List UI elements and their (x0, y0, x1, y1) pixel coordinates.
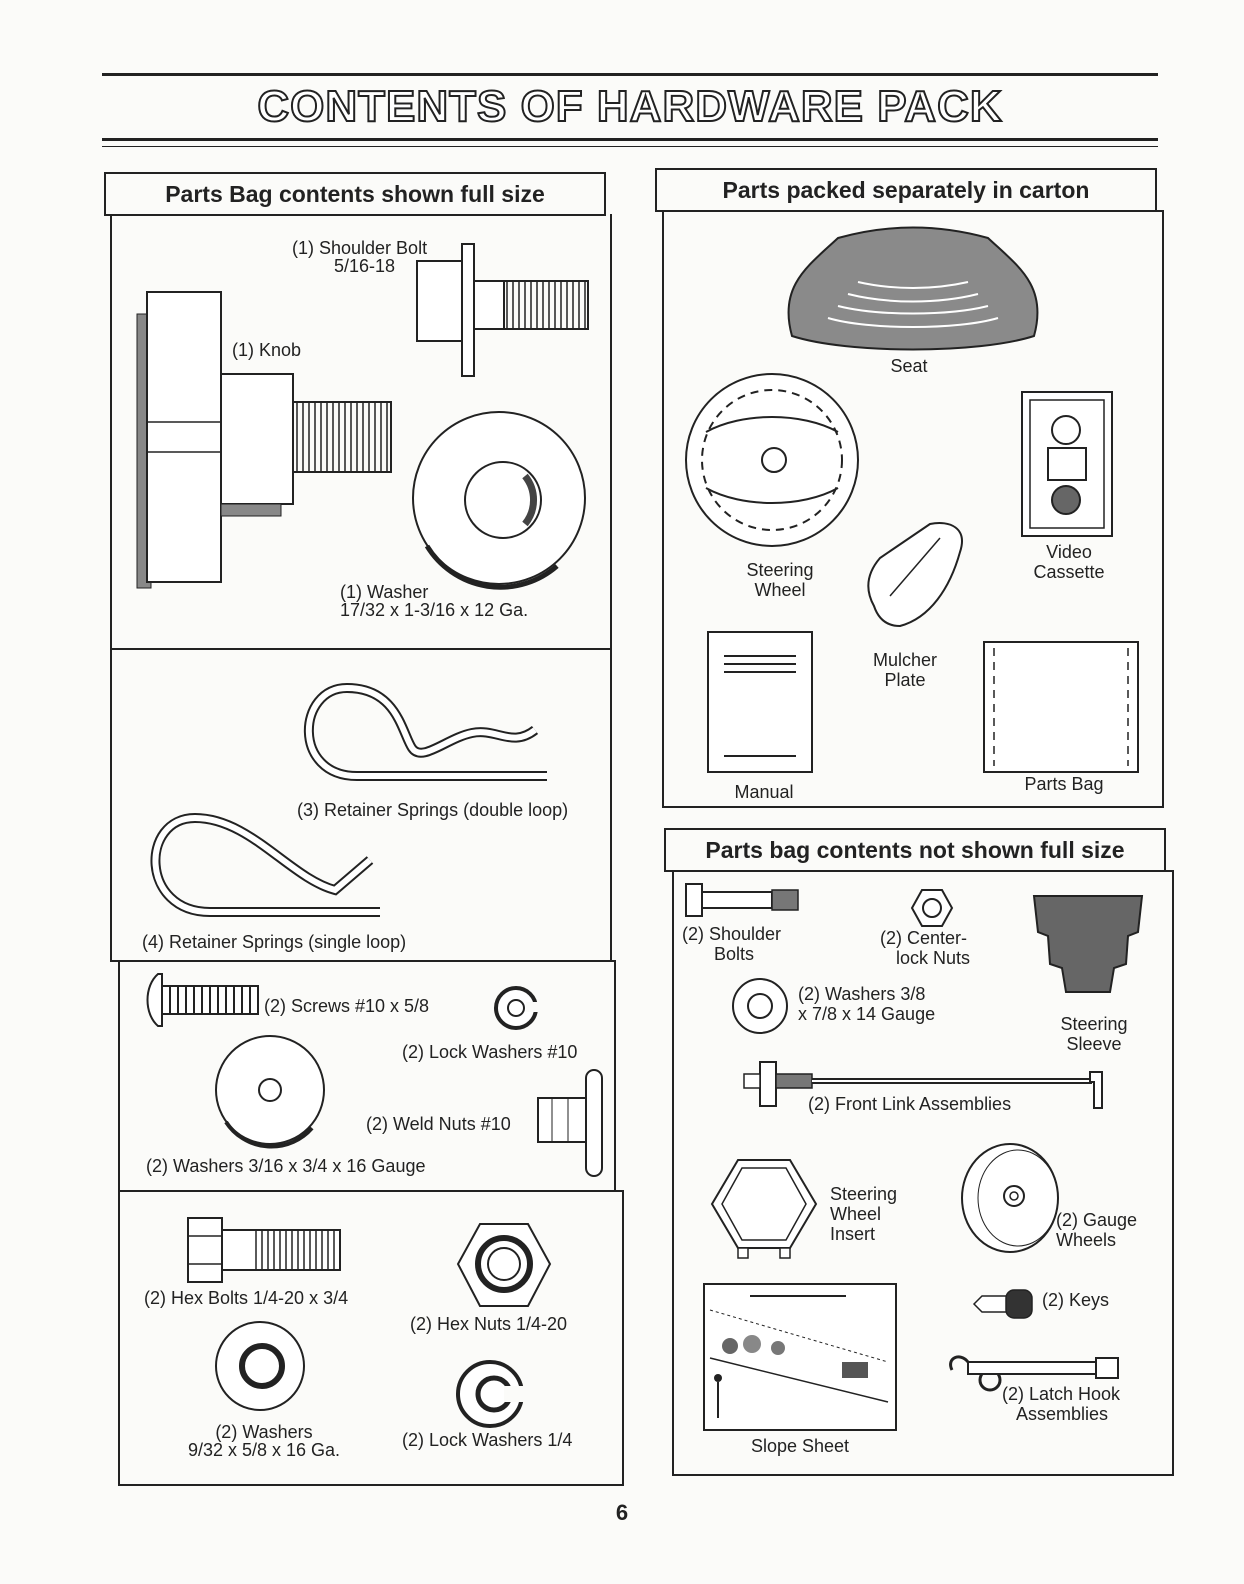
washer-932-icon (212, 1318, 312, 1418)
page-title: CONTENTS OF HARDWARE PACK (100, 82, 1160, 132)
gauge-wheels-label-1: (2) Gauge (1056, 1210, 1137, 1230)
carton-parts-body: Seat Steering Wheel Video Cassette Mulch… (662, 210, 1164, 808)
washers-316-label: (2) Washers 3/16 x 3/4 x 16 Gauge (146, 1156, 425, 1176)
shoulder-bolt-size: 5/16-18 (334, 256, 395, 276)
hex-bolt-icon (186, 1216, 346, 1286)
screws-label: (2) Screws #10 x 5/8 (264, 996, 429, 1016)
centerlock-nut-icon (910, 888, 954, 928)
mulcher-plate-label-2: Plate (860, 670, 950, 690)
latch-hook-label-2: Assemblies (1016, 1404, 1108, 1424)
gauge-wheels-label-2: Wheels (1056, 1230, 1116, 1250)
panel-header: Parts Bag contents shown full size (106, 174, 604, 214)
washers-38-label-2: x 7/8 x 14 Gauge (798, 1004, 935, 1024)
single-loop-spring-icon (140, 808, 390, 928)
mulcher-plate-icon (860, 518, 970, 628)
section-retainer-springs: (3) Retainer Springs (double loop) (4) R… (110, 648, 612, 962)
steering-sleeve-label-2: Sleeve (1044, 1034, 1144, 1054)
video-cassette-icon (1020, 390, 1116, 540)
parts-bag-icon (980, 638, 1142, 776)
single-loop-label: (4) Retainer Springs (single loop) (142, 932, 406, 952)
centerlock-label-1: (2) Center- (880, 928, 967, 948)
page-number: 6 (0, 1500, 1244, 1526)
washer-38-icon (730, 976, 792, 1038)
hex-nuts-label: (2) Hex Nuts 1/4-20 (410, 1314, 567, 1334)
lock-washer-14-icon (450, 1356, 534, 1430)
steering-sleeve-icon (1030, 892, 1146, 1002)
video-cassette-label-2: Cassette (1014, 562, 1124, 582)
top-rule (102, 73, 1158, 76)
not-full-size-panel: Parts bag contents not shown full size (664, 828, 1166, 872)
knob-icon (137, 292, 397, 592)
title-underline (102, 138, 1158, 141)
seat-icon (778, 226, 1048, 356)
slope-sheet-label: Slope Sheet (720, 1436, 880, 1456)
washers-932-size: 9/32 x 5/8 x 16 Ga. (164, 1440, 364, 1460)
manual-label: Manual (714, 782, 814, 802)
shoulder-bolt-icon (417, 226, 607, 386)
lock-washer-icon (490, 984, 546, 1034)
lock-washers-label: (2) Lock Washers #10 (402, 1042, 577, 1062)
section-knob-bolt-washer: (1) Shoulder Bolt 5/16-18 (1) Knob (1) W… (110, 214, 612, 650)
washers-932-label: (2) Washers (174, 1422, 354, 1442)
insert-label-1: Steering (830, 1184, 897, 1204)
steering-wheel-icon (682, 352, 866, 552)
parts-bag-label: Parts Bag (1004, 774, 1124, 794)
steering-wheel-label-2: Wheel (730, 580, 830, 600)
section-screws-nuts: (2) Screws #10 x 5/8 (2) Lock Washers #1… (118, 960, 616, 1192)
shoulder-bolt-small-icon (684, 882, 804, 918)
double-loop-spring-icon (297, 678, 567, 788)
steering-wheel-label-1: Steering (730, 560, 830, 580)
centerlock-label-2: lock Nuts (896, 948, 970, 968)
section-hex-hardware: (2) Hex Bolts 1/4-20 x 3/4 (2) Hex Nuts … (118, 1190, 624, 1486)
washer-label: (1) Washer (340, 582, 428, 602)
panel-header: Parts bag contents not shown full size (666, 830, 1164, 870)
gauge-wheel-icon (958, 1140, 1068, 1256)
hex-nut-icon (456, 1220, 552, 1310)
key-icon (972, 1286, 1036, 1322)
insert-label-2: Wheel (830, 1204, 881, 1224)
seat-label: Seat (864, 356, 954, 376)
washers-38-label-1: (2) Washers 3/8 (798, 984, 925, 1004)
weld-nuts-label: (2) Weld Nuts #10 (366, 1114, 511, 1134)
weld-nut-icon (534, 1066, 606, 1180)
front-link-label: (2) Front Link Assemblies (808, 1094, 1011, 1114)
knob-label: (1) Knob (232, 340, 301, 360)
video-cassette-label-1: Video (1014, 542, 1124, 562)
steering-wheel-insert-icon (708, 1156, 820, 1258)
washer-size: 17/32 x 1-3/16 x 12 Ga. (340, 600, 528, 620)
manual-icon (704, 626, 816, 776)
title-underline-thin (102, 146, 1158, 147)
lock-washers-14-label: (2) Lock Washers 1/4 (402, 1430, 572, 1450)
steering-sleeve-label-1: Steering (1044, 1014, 1144, 1034)
latch-hook-label-1: (2) Latch Hook (1002, 1384, 1120, 1404)
not-full-size-body: (2) Shoulder Bolts (2) Center- lock Nuts… (672, 870, 1174, 1476)
insert-label-3: Insert (830, 1224, 875, 1244)
shoulder-bolt-label: (1) Shoulder Bolt (292, 238, 427, 258)
parts-bag-full-size-panel: Parts Bag contents shown full size (104, 172, 606, 216)
shoulder-bolts-label-2: Bolts (714, 944, 754, 964)
carton-parts-panel: Parts packed separately in carton (655, 168, 1157, 212)
screw-icon (142, 972, 262, 1028)
keys-label: (2) Keys (1042, 1290, 1109, 1310)
panel-header: Parts packed separately in carton (657, 170, 1155, 210)
shoulder-bolts-label-1: (2) Shoulder (682, 924, 781, 944)
slope-sheet-icon (702, 1282, 898, 1432)
hex-bolts-label: (2) Hex Bolts 1/4-20 x 3/4 (144, 1288, 348, 1308)
washer-icon (407, 406, 597, 596)
mulcher-plate-label-1: Mulcher (860, 650, 950, 670)
small-washer-icon (212, 1032, 332, 1152)
